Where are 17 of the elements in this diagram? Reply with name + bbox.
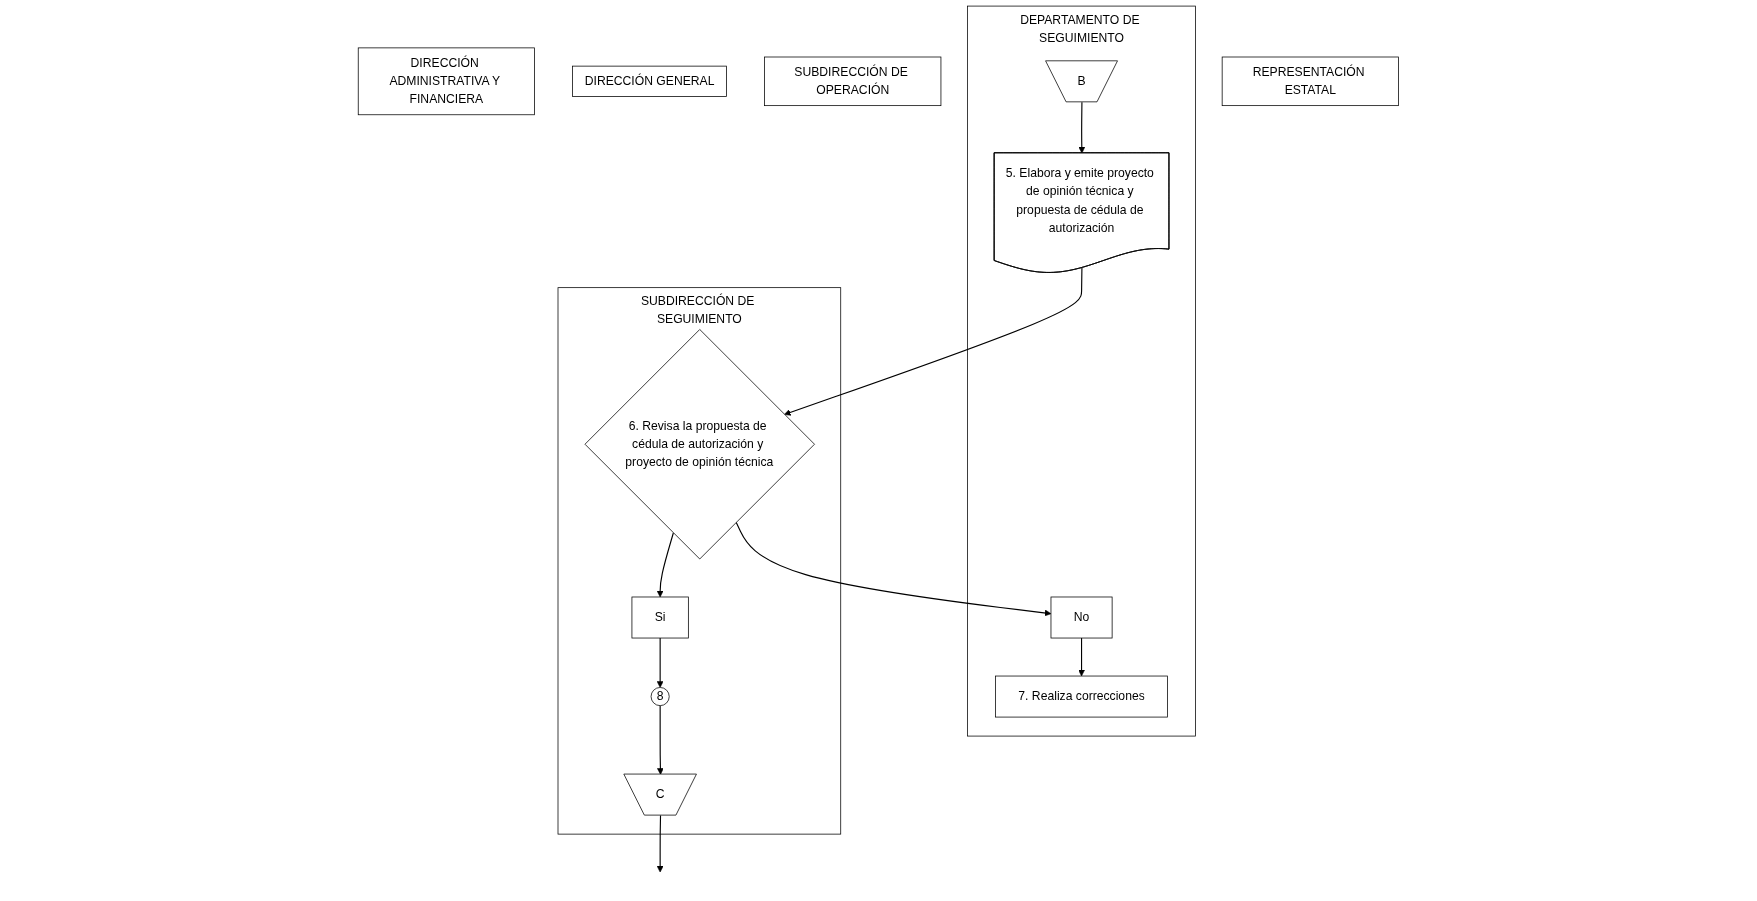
- node-box: 7. Realiza correcciones: [995, 675, 1169, 718]
- arrow: [735, 521, 1052, 617]
- node-box: Si: [631, 596, 689, 639]
- arrow: [784, 267, 1083, 416]
- node-box: REPRESENTACIÓN ESTATAL: [1221, 56, 1399, 106]
- arrow: [656, 637, 664, 688]
- arrow: [1078, 637, 1086, 677]
- node-circle: 8: [650, 687, 670, 706]
- node-diamond: 6. Revisa la propuesta de cédula de autorización y proyecto de opinión técnica: [584, 329, 816, 560]
- arrow: [656, 814, 664, 873]
- arrow: [1078, 101, 1086, 154]
- node-box: SUBDIRECCIÓN DE OPERACIÓN: [764, 56, 942, 106]
- node-box: No: [1050, 596, 1113, 639]
- node-box: DIRECCIÓN ADMINISTRATIVA Y FINANCIERA: [358, 47, 536, 116]
- arrow: [657, 705, 664, 775]
- node-box: DIRECCIÓN GENERAL: [572, 65, 728, 97]
- arrow: [656, 532, 675, 598]
